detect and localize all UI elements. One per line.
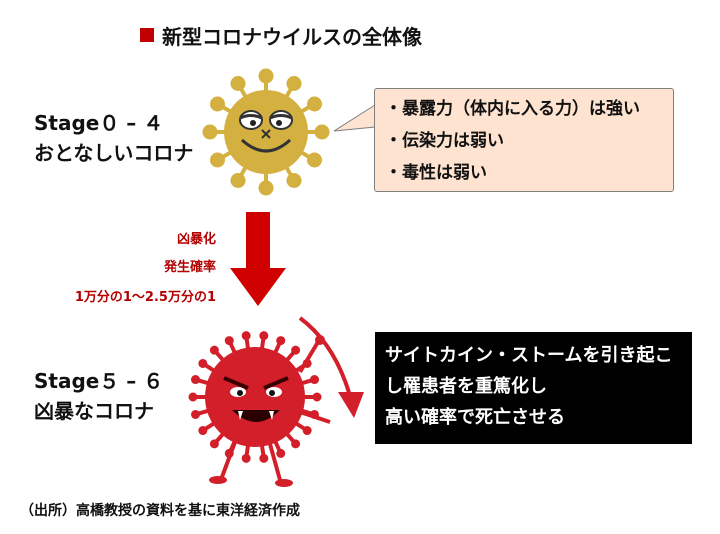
title-marker-icon: [140, 28, 154, 42]
source-note: （出所）高橋教授の資料を基に東洋経済作成: [20, 503, 300, 519]
transition-label: 凶暴化: [176, 232, 216, 247]
title-text: 新型コロナウイルスの全体像: [162, 24, 422, 49]
trait-toxicity: ・毒性は弱い: [385, 163, 487, 183]
mild-traits-callout: ・暴露力（体内に入る力）は強い ・伝染力は弱い ・毒性は弱い: [374, 88, 674, 192]
stage-mild-name: おとなしいコロナ: [34, 141, 194, 165]
smiling-virus-icon: [202, 68, 330, 196]
effect-line-3: 高い確率で死亡させる: [385, 407, 565, 428]
probability-label: 発生確率: [163, 260, 216, 275]
stage-severe-label: Stage５ – ６ 凶暴なコロナ: [34, 366, 163, 426]
effect-line-1: サイトカイン・ストームを引き起こ: [385, 345, 673, 366]
stage-severe-range: Stage５ – ６: [34, 369, 164, 393]
trait-transmission: ・伝染力は弱い: [385, 131, 504, 151]
severe-effects-box: サイトカイン・ストームを引き起こ し罹患者を重篤化し 高い確率で死亡させる: [375, 332, 692, 444]
angry-virus-icon: [188, 331, 331, 487]
stage-severe-name: 凶暴なコロナ: [34, 399, 154, 423]
callout-pointer: [333, 104, 377, 132]
effect-pointer-arrow-icon: [298, 316, 364, 418]
stage-mild-label: Stage０ – ４ おとなしいコロナ: [34, 108, 193, 168]
effect-line-2: し罹患者を重篤化し: [385, 376, 547, 397]
stage-mild-range: Stage０ – ４: [34, 111, 164, 135]
page-title: 新型コロナウイルスの全体像: [140, 20, 422, 50]
probability-value: 1万分の1～2.5万分の1: [74, 290, 216, 305]
trait-exposure: ・暴露力（体内に入る力）は強い: [385, 99, 640, 119]
down-arrow-icon: [230, 212, 286, 306]
